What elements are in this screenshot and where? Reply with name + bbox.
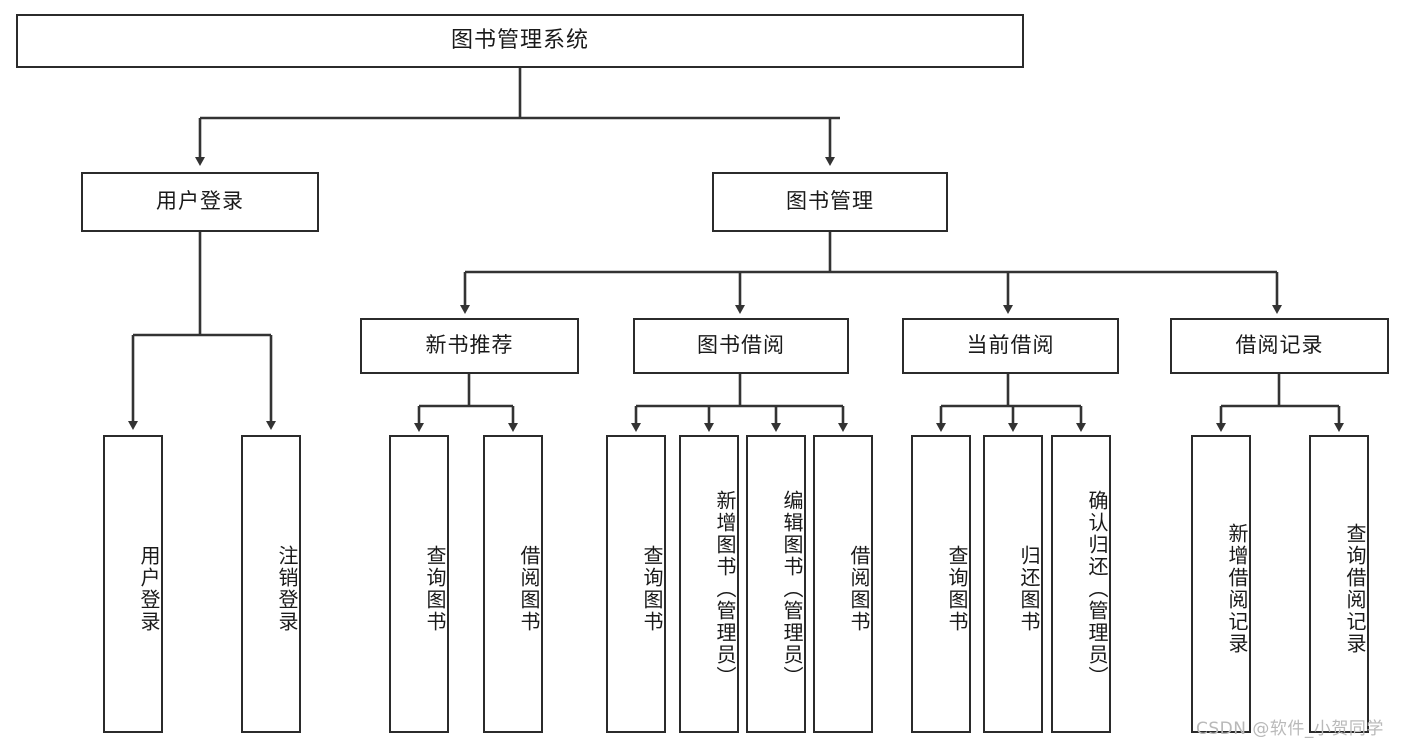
node-new-book-recommendation[interactable]: 新书推荐 — [360, 318, 579, 374]
node-label: 用户登录 — [156, 189, 244, 214]
node-label: 图书借阅 — [697, 333, 785, 358]
node-label: 借阅图书 — [517, 545, 541, 633]
node-label: 图书管理系统 — [450, 27, 589, 53]
node-label: 编辑图书（管理员） — [780, 490, 804, 688]
leaf-borrow-book-from-borrow[interactable]: 借阅图书 — [813, 435, 873, 733]
watermark-text: CSDN @软件_小贺同学 — [1196, 719, 1384, 739]
leaf-user-login[interactable]: 用户登录 — [103, 435, 163, 733]
node-label: 图书管理 — [786, 189, 874, 214]
leaf-add-borrow-record[interactable]: 新增借阅记录 — [1191, 435, 1251, 733]
leaf-edit-book-admin[interactable]: 编辑图书（管理员） — [746, 435, 806, 733]
node-borrow-record[interactable]: 借阅记录 — [1170, 318, 1389, 374]
node-book-management[interactable]: 图书管理 — [712, 172, 948, 232]
node-label: 查询借阅记录 — [1343, 523, 1367, 655]
node-current-borrow[interactable]: 当前借阅 — [902, 318, 1119, 374]
leaf-query-book-from-borrow[interactable]: 查询图书 — [606, 435, 666, 733]
leaf-query-book-from-current[interactable]: 查询图书 — [911, 435, 971, 733]
node-label: 用户登录 — [137, 545, 161, 633]
leaf-borrow-book-from-recommendation[interactable]: 借阅图书 — [483, 435, 543, 733]
node-root-system[interactable]: 图书管理系统 — [16, 14, 1024, 68]
node-label: 借阅记录 — [1235, 333, 1324, 358]
leaf-user-logout[interactable]: 注销登录 — [241, 435, 301, 733]
node-label: 归还图书 — [1017, 545, 1041, 633]
node-label: 借阅图书 — [847, 545, 871, 633]
node-label: 新增借阅记录 — [1225, 523, 1249, 655]
leaf-confirm-return-admin[interactable]: 确认归还（管理员） — [1051, 435, 1111, 733]
node-label: 新增图书（管理员） — [713, 490, 737, 688]
node-label: 查询图书 — [945, 545, 969, 633]
node-label: 查询图书 — [640, 545, 664, 633]
leaf-query-borrow-record[interactable]: 查询借阅记录 — [1309, 435, 1369, 733]
node-label: 新书推荐 — [425, 333, 514, 358]
leaf-add-book-admin[interactable]: 新增图书（管理员） — [679, 435, 739, 733]
node-label: 查询图书 — [423, 545, 447, 633]
leaf-return-book[interactable]: 归还图书 — [983, 435, 1043, 733]
node-user-login[interactable]: 用户登录 — [81, 172, 319, 232]
node-book-borrow[interactable]: 图书借阅 — [633, 318, 849, 374]
node-label: 确认归还（管理员） — [1085, 490, 1109, 688]
node-label: 注销登录 — [275, 545, 299, 633]
node-label: 当前借阅 — [966, 333, 1055, 358]
leaf-query-book-from-recommendation[interactable]: 查询图书 — [389, 435, 449, 733]
